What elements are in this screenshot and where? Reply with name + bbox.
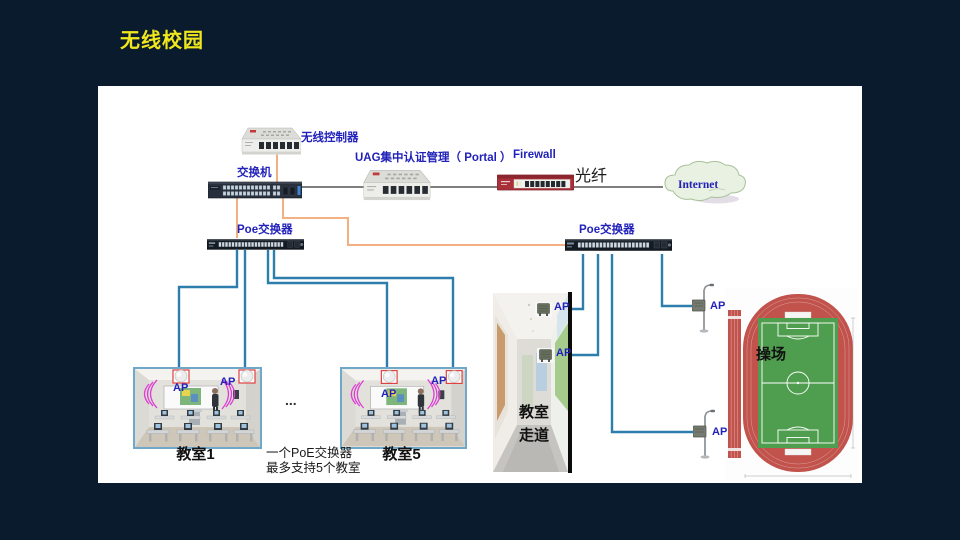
field-ap1-pole	[692, 283, 714, 333]
sports-field-image	[725, 288, 858, 480]
corridor-caption: 教室 走道	[519, 404, 550, 444]
classroom1-ap2-label: AP	[220, 376, 236, 388]
poe-switch-right-device	[565, 239, 672, 251]
poe-switch-right-label: Poe交换器	[579, 224, 635, 236]
switch-label: 交换机	[237, 167, 272, 179]
classroom5-ap1-label: AP	[381, 388, 397, 400]
field-caption: 操场	[756, 346, 787, 363]
uag-device	[363, 169, 431, 201]
firewall-device	[497, 174, 574, 191]
switch-device	[208, 181, 302, 199]
uag-label: UAG集中认证管理（ Portal ）	[355, 152, 512, 164]
internet-cloud	[664, 160, 746, 204]
classroom5-ap2-label: AP	[431, 375, 447, 387]
classroom1-caption: 教室1	[176, 446, 215, 463]
poe-switch-left-device	[207, 239, 304, 250]
field-ap2-pole	[693, 409, 715, 459]
internet-label: Internet	[678, 179, 719, 191]
classroom1-ap-units	[172, 369, 256, 384]
fiber-label: 光纤	[575, 168, 608, 185]
corridor-ap2-unit	[537, 348, 554, 363]
classroom5-caption: 教室5	[382, 446, 421, 463]
classroom1-ap1-label: AP	[173, 382, 189, 394]
field-ap1-label: AP	[710, 300, 726, 312]
diagram-panel: 无线控制器 交换机 UAG集中认证管理（ Portal ）	[98, 86, 862, 483]
corridor-ap1-label: AP	[554, 301, 570, 313]
field-ap2-label: AP	[712, 426, 728, 438]
wireless-controller-device	[241, 127, 301, 155]
corridor-ap2-label: AP	[556, 347, 572, 359]
wireless-controller-label: 无线控制器	[301, 132, 359, 144]
corridor-divider-bar	[568, 292, 572, 473]
poe-switch-left-label: Poe交换器	[237, 224, 293, 236]
poe-capacity-note: 一个PoE交换器 最多支持5个教室	[266, 446, 361, 475]
firewall-label: Firewall	[513, 149, 556, 161]
classroom5-image	[340, 367, 467, 449]
classrooms-ellipsis: ...	[285, 392, 297, 408]
classroom1-image	[133, 367, 262, 449]
corridor-ap1-unit	[535, 302, 552, 317]
classroom5-ap-units	[380, 370, 463, 384]
slide-title: 无线校园	[120, 30, 204, 52]
